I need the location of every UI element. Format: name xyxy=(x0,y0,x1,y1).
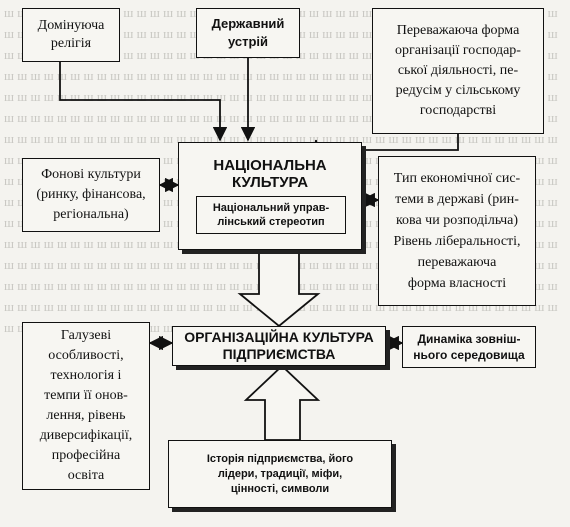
arrow-national-to-org xyxy=(237,249,321,328)
box-organizational-culture: ОРГАНІЗАЦІЙНА КУЛЬТУРА ПІДПРИЄМСТВА xyxy=(172,326,386,366)
box-title: НАЦІОНАЛЬНА КУЛЬТУРА xyxy=(213,157,327,191)
box-label: Історія підприємства, його лідери, тради… xyxy=(206,452,354,495)
box-company-history: Історія підприємства, його лідери, тради… xyxy=(168,440,392,508)
box-label: Фонові культури (ринку, фінансова, регіо… xyxy=(36,167,146,222)
box-title: ОРГАНІЗАЦІЙНА КУЛЬТУРА ПІДПРИЄМСТВА xyxy=(184,329,374,362)
box-external-environment: Динаміка зовніш- нього середовища xyxy=(402,326,536,368)
box-label: Державний устрій xyxy=(211,16,285,49)
box-management-stereotype: Національний управ- лінський стереотип xyxy=(196,196,346,234)
box-economic-activity-form: Переважаюча форма організації господар- … xyxy=(372,8,544,134)
box-industry-features: Галузеві особливості, технологія і темпи… xyxy=(22,322,150,490)
box-label: Переважаюча форма організації господар- … xyxy=(395,23,521,118)
box-state-system: Державний устрій xyxy=(196,8,300,58)
arrow-history-to-org xyxy=(243,364,321,441)
box-label: Галузеві особливості, технологія і темпи… xyxy=(39,328,133,483)
box-label: Домінуюча релігія xyxy=(37,18,105,51)
box-label: Динаміка зовніш- нього середовища xyxy=(413,332,525,362)
box-label: Тип економічної сис- теми в державі (рин… xyxy=(393,171,521,291)
box-dominant-religion: Домінуюча релігія xyxy=(22,8,120,62)
arrow-religion-to-national xyxy=(59,62,228,142)
box-background-cultures: Фонові культури (ринку, фінансова, регіо… xyxy=(22,158,160,232)
box-economic-system: Тип економічної сис- теми в державі (рин… xyxy=(378,156,536,306)
box-label: Національний управ- лінський стереотип xyxy=(212,202,330,228)
